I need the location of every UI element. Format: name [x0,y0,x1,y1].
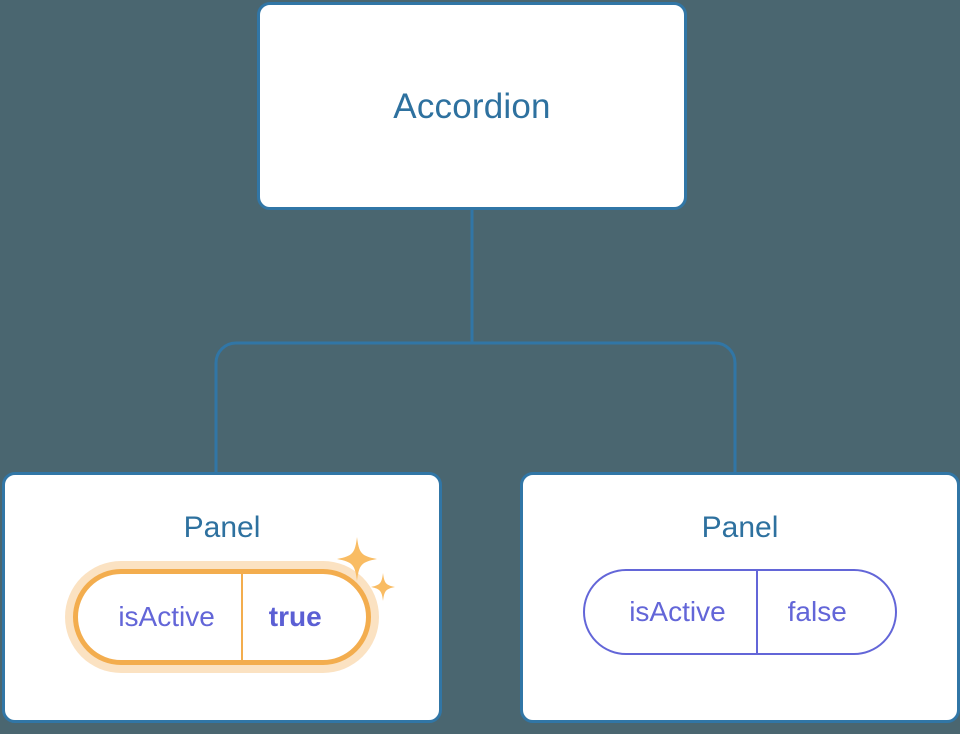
prop-value: false [787,596,847,627]
prop-pill-wrapper: isActive true [73,537,395,665]
prop-label: isActive [78,574,243,660]
prop-label: isActive [585,571,758,653]
node-title: Panel [183,511,261,544]
prop-pill-wrapper: isActive false [583,569,897,655]
connector-branch-left [214,341,472,474]
node-panel-active[interactable]: Panel isActive true [2,472,442,723]
node-accordion[interactable]: Accordion [257,2,687,210]
connector-branch-right [472,341,737,474]
prop-pill-isactive-false[interactable]: isActive false [583,569,897,655]
prop-value: true [268,601,322,632]
node-title: Panel [701,511,779,544]
sparkle-small-icon [370,573,395,601]
prop-pill-isactive-true[interactable]: isActive true [73,569,371,665]
node-panel-inactive[interactable]: Panel isActive false [520,472,960,723]
node-title: Accordion [393,86,551,126]
